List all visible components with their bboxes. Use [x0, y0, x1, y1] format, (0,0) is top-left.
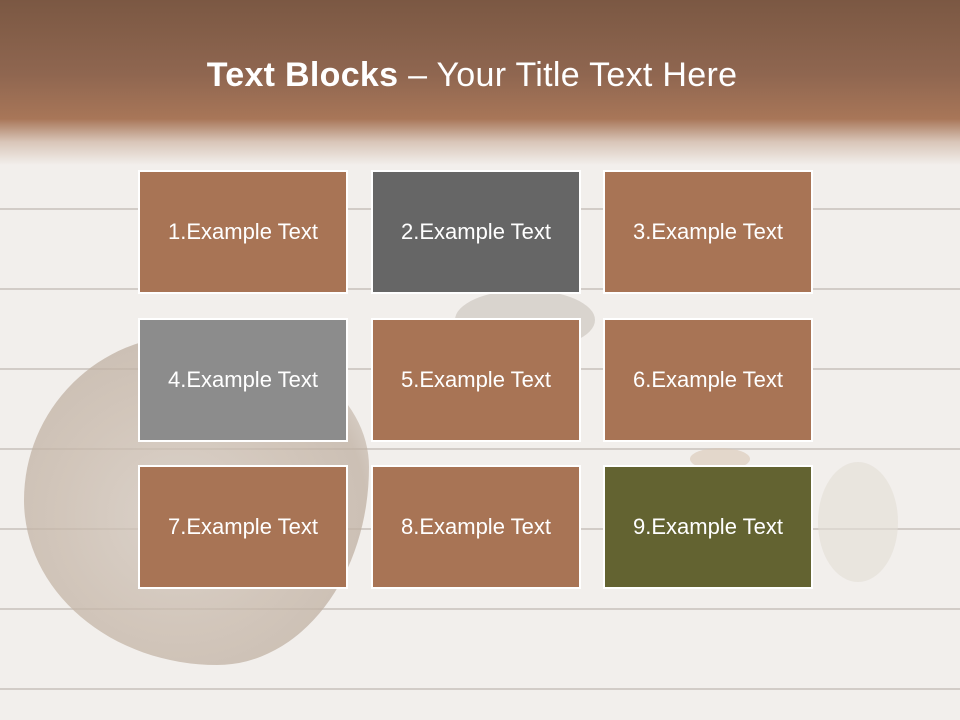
text-block-label: 2.Example Text	[400, 219, 551, 244]
text-block-label: 6.Example Text	[632, 367, 783, 392]
text-block-label: 1.Example Text	[167, 219, 318, 244]
title-dash: –	[398, 56, 437, 94]
text-block-label: 3.Example Text	[632, 219, 783, 244]
text-block-5[interactable]: 5.Example Text	[371, 318, 581, 442]
text-block-2[interactable]: 2.Example Text	[371, 170, 581, 294]
text-block-8[interactable]: 8.Example Text	[371, 465, 581, 589]
title-banner	[0, 0, 960, 165]
background-stone	[818, 462, 898, 582]
text-block-label: 8.Example Text	[400, 514, 551, 539]
text-block-grid: 1.Example Text 2.Example Text 3.Example …	[138, 170, 816, 594]
text-block-label: 5.Example Text	[400, 367, 551, 392]
title-bold: Text Blocks	[206, 56, 399, 94]
text-block-label: 9.Example Text	[632, 514, 783, 539]
text-block-9[interactable]: 9.Example Text	[603, 465, 813, 589]
text-block-1[interactable]: 1.Example Text	[138, 170, 348, 294]
background-stone	[690, 448, 750, 470]
slide-title: Text Blocks – Your Title Text Here	[0, 56, 944, 95]
title-rest: Your Title Text Here	[436, 56, 738, 94]
text-block-6[interactable]: 6.Example Text	[603, 318, 813, 442]
text-block-label: 7.Example Text	[167, 514, 318, 539]
text-block-4[interactable]: 4.Example Text	[138, 318, 348, 442]
text-block-3[interactable]: 3.Example Text	[603, 170, 813, 294]
text-block-label: 4.Example Text	[167, 367, 318, 392]
text-block-7[interactable]: 7.Example Text	[138, 465, 348, 589]
